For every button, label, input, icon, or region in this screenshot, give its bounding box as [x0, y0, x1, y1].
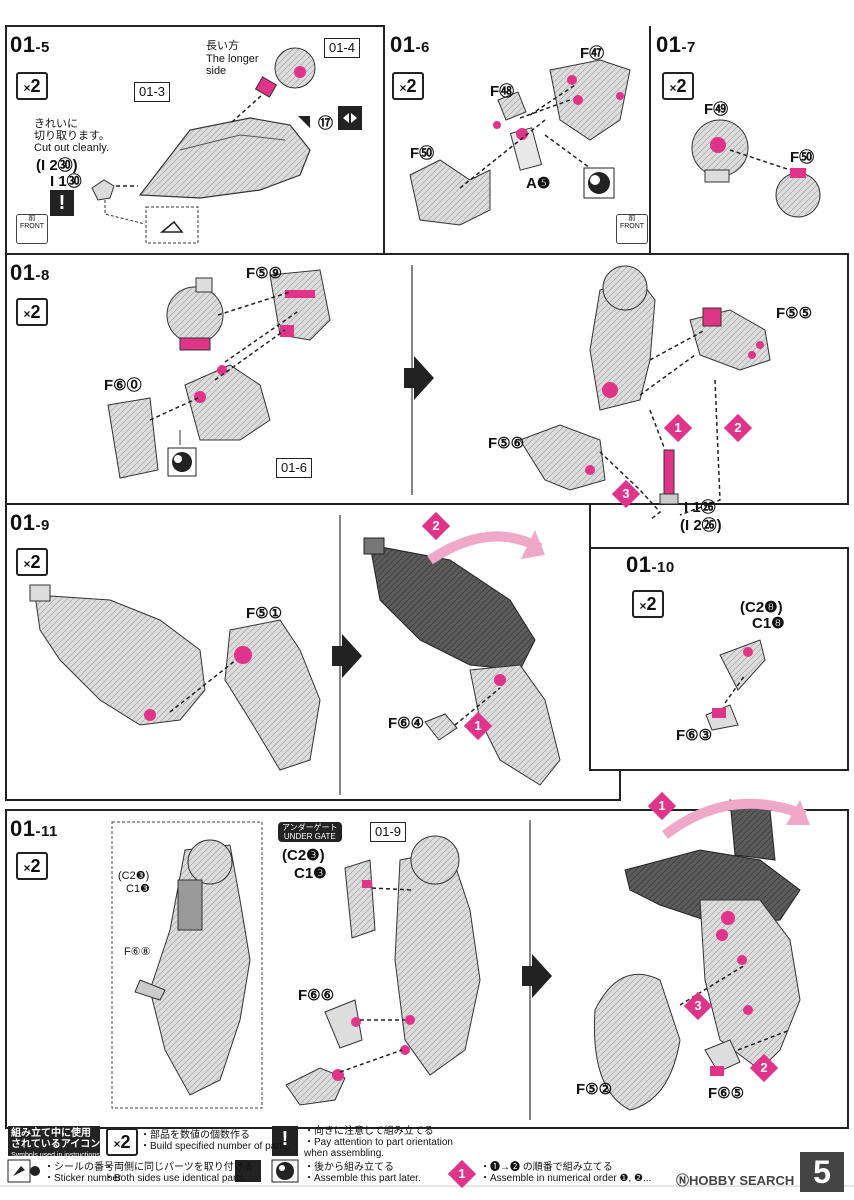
- part-label-c1-3: C1❸: [126, 883, 150, 895]
- flow-arrows: [332, 356, 552, 998]
- step-heading-5: 01-5: [10, 32, 50, 57]
- step-heading-6: 01-6: [390, 32, 430, 57]
- step-heading-11: 01-11: [10, 816, 58, 841]
- order-badge-3: 3: [683, 991, 713, 1021]
- legend-attention-icon: !: [281, 1128, 289, 1150]
- ref-step-013: 01-3: [134, 82, 171, 102]
- step9-artwork: [29, 530, 766, 786]
- x2-badge: ×2: [16, 548, 48, 576]
- part-label-i1-30: I 1㉚: [50, 173, 82, 190]
- cut-note-jp1: きれいに: [34, 118, 78, 130]
- step7-artwork: [691, 119, 821, 218]
- x2-badge: ×2: [16, 298, 48, 326]
- part-label-f63: F⑥③: [676, 727, 713, 744]
- part-label-f60: F⑥⓪: [104, 377, 142, 394]
- part-label-c2-3: (C2❸): [118, 870, 150, 882]
- sticker-number-17: ⑰: [318, 115, 334, 132]
- part-label-c2-3b: (C2❸): [282, 847, 325, 864]
- part-label-i2-26: (I 2㉖): [680, 517, 722, 534]
- order-badge-1: 1: [663, 413, 693, 443]
- longer-side-en1: The longer: [206, 53, 259, 65]
- part-label-f62: F㊽: [490, 83, 515, 100]
- order-badge-1: 1: [647, 791, 677, 821]
- step6-artwork: [409, 59, 631, 226]
- order-badge-2: 2: [749, 1053, 779, 1083]
- x2-badge: ×2: [16, 72, 48, 100]
- legend-x2-icon: ×2: [106, 1128, 138, 1156]
- attention-icon: !: [50, 190, 74, 216]
- order-badge-1: 1: [463, 711, 493, 741]
- legend-artwork: [0, 1126, 854, 1187]
- part-label-f64: F⑥④: [388, 715, 425, 732]
- part-label-c1-8: C1❽: [752, 615, 785, 632]
- part-label-f66: F⑥⑥: [298, 987, 335, 1004]
- part-label-f58: F㊾: [704, 101, 729, 118]
- step11-artwork: [111, 798, 810, 1111]
- part-label-i1-26: I 1㉖: [684, 499, 716, 516]
- longer-side-en2: side: [206, 65, 227, 77]
- part-label-f52: F⑤②: [576, 1081, 613, 1098]
- x2-badge: ×2: [16, 852, 48, 880]
- part-label-f56: F⑤⑥: [488, 435, 525, 452]
- x2-badge: ×2: [662, 72, 694, 100]
- ref-step-014: 01-4: [324, 38, 361, 58]
- x2-badge: ×2: [392, 72, 424, 100]
- part-label-f51: F⑤①: [246, 605, 283, 622]
- page-number: 5: [800, 1152, 844, 1192]
- legend-both-sides-text: ・両側に同じパーツを取り付ける・Both sides use identical…: [104, 1162, 254, 1184]
- step-heading-9: 01-9: [10, 510, 50, 535]
- part-label-f65: F⑥⑤: [708, 1085, 745, 1102]
- part-label-f59: F⑤⑨: [246, 265, 283, 282]
- part-label-a5: A❺: [526, 175, 551, 192]
- legend-title: 組み立て中に使用されているアイコン Symbols used in instru…: [11, 1128, 101, 1159]
- legend-sticker-text: ・シールの番号・Sticker number: [44, 1162, 122, 1184]
- part-label-c2-8: (C2❽): [740, 599, 783, 616]
- part-label-f57: F㊿: [790, 149, 815, 166]
- order-badge-2: 2: [723, 413, 753, 443]
- part-label-f68: F⑥⑧: [124, 946, 151, 958]
- part-label-c1-3b: C1❸: [294, 865, 327, 882]
- part-label-i2-30: (I 2㉚): [36, 157, 78, 174]
- step8-artwork: [107, 265, 771, 521]
- x2-badge: ×2: [632, 590, 664, 618]
- part-label-f53: F㊼: [580, 45, 605, 62]
- step-heading-8: 01-8: [10, 260, 50, 285]
- legend-attention-text: ・向きに注意して組み立てる・Pay attention to part orie…: [304, 1126, 453, 1159]
- step5-artwork: [91, 47, 362, 244]
- legend-order-icon: 1: [447, 1159, 477, 1189]
- panel-frames: [5, 25, 849, 1129]
- legend-later-text: ・後から組み立てる・Assemble this part later.: [304, 1162, 421, 1184]
- step-heading-7: 01-7: [656, 32, 696, 57]
- ref-step-016: 01-6: [276, 458, 313, 478]
- watermark: ⓃHOBBY SEARCH: [676, 1173, 795, 1188]
- ref-step-019: 01-9: [370, 822, 407, 842]
- part-label-f54: F㊿: [410, 145, 435, 162]
- longer-side-jp: 長い方: [206, 40, 239, 52]
- cut-note-jp2: 切り取ります。: [34, 130, 110, 142]
- legend-order-text: ・❶→❷ の順番で組み立てる・Assemble in numerical ord…: [480, 1162, 652, 1184]
- step-heading-10: 01-10: [626, 552, 675, 577]
- order-badge-3: 3: [611, 479, 641, 509]
- cut-note-en: Cut out cleanly.: [34, 142, 110, 154]
- part-label-f55: F⑤⑤: [776, 305, 813, 322]
- legend-x2-text: ・部品を数値の個数作る・Build specified number of pa…: [140, 1130, 291, 1152]
- order-badge-2: 2: [421, 511, 451, 541]
